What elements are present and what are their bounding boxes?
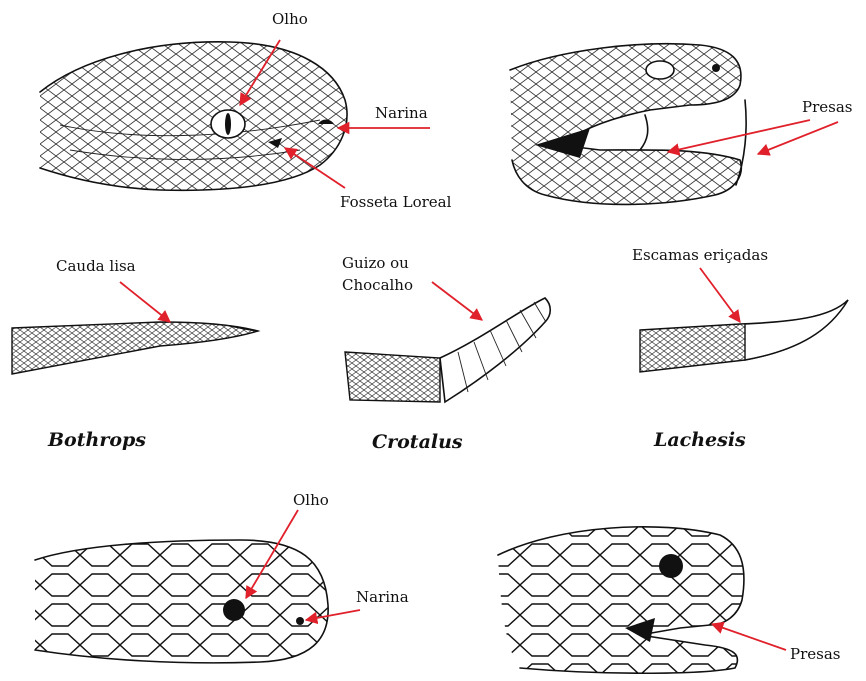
pit-viper-head-illustration <box>40 42 347 190</box>
rattle-tail-illustration <box>345 298 550 402</box>
nostril-icon <box>296 617 304 625</box>
bristled-tail-illustration <box>640 300 848 372</box>
genus-lachesis: Lachesis <box>653 429 746 451</box>
eye-icon <box>659 554 683 578</box>
open-mouth-head-illustration <box>510 44 746 205</box>
smooth-tail-illustration <box>12 322 258 374</box>
label-narina-top: Narina <box>375 104 428 122</box>
label-guizo-line2: Chocalho <box>342 276 413 294</box>
genus-crotalus: Crotalus <box>372 431 463 453</box>
label-cauda-lisa: Cauda lisa <box>56 257 136 275</box>
label-presas-top: Presas <box>802 98 852 116</box>
label-escamas-ericadas: Escamas eriçadas <box>632 246 768 264</box>
label-fosseta-loreal: Fosseta Loreal <box>340 193 452 211</box>
label-narina-bottom: Narina <box>356 588 409 606</box>
label-presas-bottom: Presas <box>790 645 840 663</box>
label-guizo-line1: Guizo ou <box>342 254 409 272</box>
genus-bothrops: Bothrops <box>47 429 146 451</box>
eye-icon <box>223 599 245 621</box>
non-venomous-head-illustration <box>35 540 328 663</box>
label-olho-bottom: Olho <box>293 491 329 509</box>
eye-icon <box>646 61 674 79</box>
rear-fang-head-illustration <box>498 527 744 673</box>
label-olho-top: Olho <box>272 10 308 28</box>
